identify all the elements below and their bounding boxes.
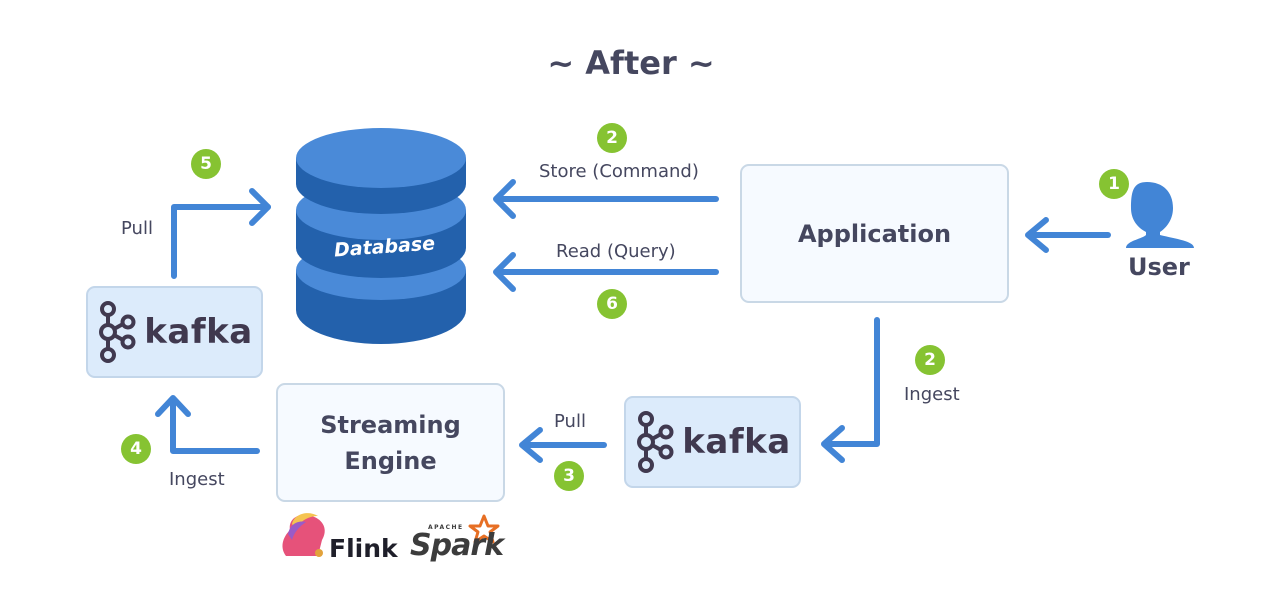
spark-star-icon: [468, 514, 500, 544]
spark-logo-text: Spark: [410, 528, 504, 563]
step-badge-ingest-back: 4: [121, 434, 151, 464]
page-title: ~ After ~: [547, 44, 715, 82]
streaming-engine-line1: Streaming: [320, 410, 461, 439]
kafka-label: kafka: [144, 312, 253, 352]
edge-label-pull-stream: Pull: [554, 411, 586, 432]
arrow-app-to-db-store: [493, 179, 719, 219]
kafka-output-node[interactable]: kafka: [86, 286, 263, 378]
edge-label-pull-db: Pull: [121, 218, 153, 239]
step-badge-ingest-kafka: 2: [915, 345, 945, 375]
kafka-label: kafka: [682, 422, 791, 462]
kafka-logo-icon: [637, 411, 674, 473]
step-badge-pull-stream: 3: [554, 461, 584, 491]
edge-label-read: Read (Query): [556, 241, 676, 262]
arrow-stream-to-kafka: [155, 395, 260, 454]
step-badge-user-to-app: 1: [1099, 169, 1129, 199]
step-badge-store: 2: [597, 123, 627, 153]
arrow-user-to-app: [1025, 217, 1111, 253]
user-label: User: [1128, 253, 1190, 281]
flink-logo-text: Flink: [329, 534, 398, 563]
step-badge-pull-db: 5: [191, 149, 221, 179]
application-node[interactable]: Application: [740, 164, 1009, 303]
step-badge-read: 6: [597, 289, 627, 319]
application-label: Application: [797, 219, 952, 248]
user-icon: [1126, 182, 1194, 248]
arrow-kafka-to-db: [171, 188, 271, 279]
arrow-db-to-app-read: [493, 252, 719, 292]
streaming-engine-line2: Engine: [344, 446, 437, 475]
edge-label-store: Store (Command): [539, 161, 699, 182]
flink-squirrel-icon: [282, 513, 325, 557]
database-cylinder-icon: [296, 128, 466, 344]
edge-label-ingest-kafka: Ingest: [904, 384, 960, 405]
arrow-kafka-to-stream: [519, 427, 607, 463]
arrow-app-to-kafka-ingest: [821, 317, 880, 463]
apache-logo-text: APACHE: [428, 524, 464, 531]
kafka-ingest-node[interactable]: kafka: [624, 396, 801, 488]
kafka-logo-icon: [99, 301, 136, 363]
edge-label-ingest-back: Ingest: [169, 469, 225, 490]
streaming-engine-node[interactable]: Streaming Engine: [276, 383, 505, 502]
